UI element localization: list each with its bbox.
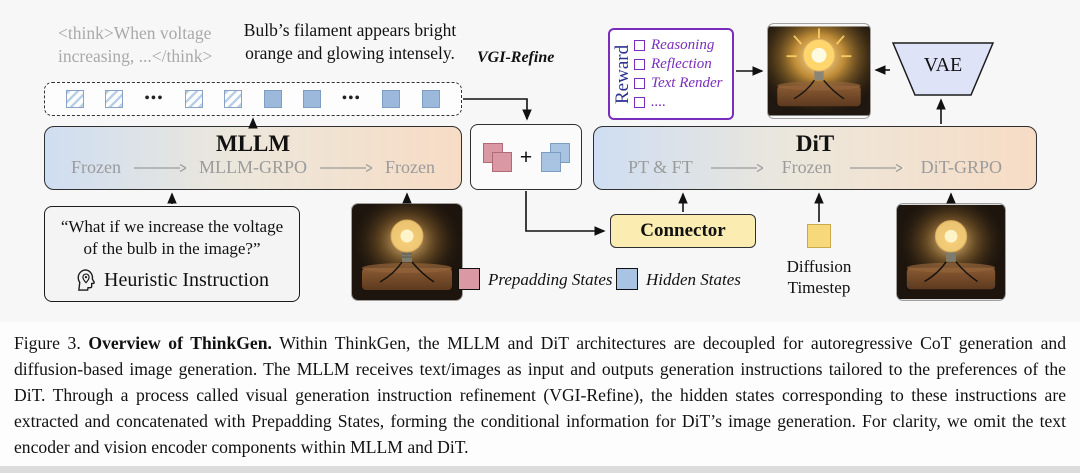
checkbox-icon [634,40,645,51]
reward-item: Reflection [634,56,723,73]
state-concat-box: + [470,124,582,190]
mllm-stage-frozen-right: Frozen [385,157,435,177]
token-solid [263,90,282,108]
token-ellipsis: ••• [144,91,164,106]
mllm-box: MLLM Frozen MLLM-GRPO Frozen [44,126,462,190]
connector-label: Connector [640,220,726,241]
hidden-states-icon [539,141,571,173]
checkbox-icon [634,78,645,89]
mllm-stage-grpo: MLLM-GRPO [198,157,307,177]
caption-bold-title: Overview of ThinkGen. [88,333,272,353]
connector-box: Connector [610,214,756,248]
token-hatch [185,90,204,108]
reward-item: .... [634,94,723,111]
reward-item: Text Render [634,75,723,92]
token-solid [382,90,401,108]
vae-label: VAE [923,54,963,76]
mllm-title: MLLM [215,131,291,156]
heuristic-instruction-box: “What if we increase the voltage of the … [44,206,300,302]
reward-title: Reward [612,44,633,104]
right-arrow-icon [850,163,903,172]
token-solid [421,90,440,108]
generated-bulb-image [768,24,870,118]
diffusion-timestep-label: Diffusion Timestep [786,257,852,297]
head-pin-icon [77,269,95,291]
right-arrow-icon [320,163,372,172]
reward-item-label: Reflection [651,56,712,72]
token-ellipsis: ••• [341,91,362,106]
cot-think-text: <think>When voltage increasing, ...</thi… [58,23,213,66]
figure-diagram: <think>When voltage increasing, ...</thi… [44,20,1037,302]
page-edge-strip [0,466,1080,473]
token-hatch [224,90,243,108]
reward-item-label: .... [651,94,666,110]
dit-stage-ptft: PT & FT [628,157,693,177]
diffusion-timestep-swatch [807,224,831,248]
token-hatch [105,90,124,108]
cot-observation-text: Bulb’s filament appears bright orange an… [243,20,457,63]
token-hatch [66,90,85,108]
vae-block: VAE [891,42,995,96]
checkbox-icon [634,97,645,108]
mllm-stage-frozen-left: Frozen [71,157,121,177]
reference-bulb-image [897,204,1005,300]
instruction-label: Heuristic Instruction [104,268,269,291]
reward-item: Reasoning [634,37,723,54]
reward-item-label: Text Render [651,75,723,91]
hidden-state-token-strip: ••• ••• [44,82,462,116]
prepadding-states-icon [481,141,513,173]
instruction-quote: “What if we increase the voltage of the … [60,217,284,258]
reward-item-label: Reasoning [651,37,715,53]
legend-hidden-swatch [616,268,638,290]
dit-stage-frozen: Frozen [781,157,832,177]
legend-prepadding-label: Prepadding States [488,270,613,289]
dit-box: DiT PT & FT Frozen DiT-GRPO [593,126,1037,190]
input-bulb-image [352,204,462,300]
right-arrow-icon [133,163,186,172]
plus-sign: + [519,144,533,169]
reward-box: Reward Reasoning Reflection Text Render … [608,28,734,120]
caption-prefix: Figure 3. [14,333,81,353]
right-arrow-icon [711,163,764,172]
legend-hidden-label: Hidden States [646,270,741,289]
legend-prepadding-swatch [458,268,480,290]
dit-title: DiT [795,131,835,156]
dit-stage-grpo: DiT-GRPO [920,157,1002,177]
checkbox-icon [634,59,645,70]
caption-body: Within ThinkGen, the MLLM and DiT archit… [14,333,1067,457]
token-solid [302,90,321,108]
figure-caption: Figure 3. Overview of ThinkGen. Within T… [14,330,1066,460]
vgi-refine-label: VGI-Refine [477,49,555,66]
